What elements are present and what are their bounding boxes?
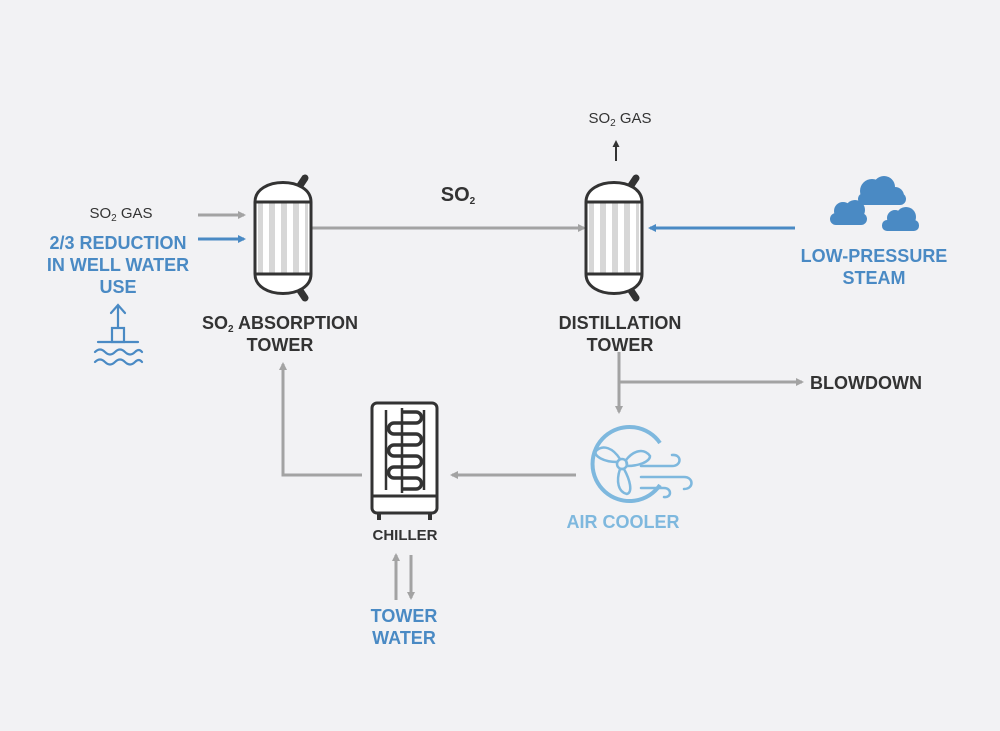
tower-water-line-1: TOWER (370, 606, 438, 626)
tower-water-line-2: WATER (372, 628, 436, 648)
absorption-line-1: SO2 ABSORPTION (202, 313, 358, 335)
well-water-icon (93, 303, 144, 366)
chiller-label: CHILLER (372, 527, 438, 544)
so2-gas-inlet-label: SO2 GAS (89, 205, 153, 224)
distillation-tower-icon (584, 174, 644, 302)
chiller-icon (370, 401, 439, 520)
wind-icon (639, 453, 693, 499)
blowdown-label: BLOWDOWN (810, 373, 922, 393)
steam-cloud-left (830, 200, 867, 225)
distillation-line-1: DISTILLATION (558, 313, 682, 333)
absorption-tower-icon (253, 174, 313, 302)
pipes (198, 140, 804, 600)
tower-water-label: TOWER WATER (344, 605, 464, 649)
fan-icon (590, 425, 662, 503)
steam-cloud-large (858, 176, 906, 205)
so2-gas-outlet-label: SO2 GAS (588, 110, 652, 129)
distillation-line-2: TOWER (586, 335, 654, 355)
low-pressure-steam-label: LOW-PRESSURE STEAM (784, 245, 964, 289)
absorption-line-2: TOWER (246, 335, 314, 355)
reduction-line-2: IN WELL WATER (46, 255, 190, 275)
steam-line-1: LOW-PRESSURE (800, 246, 948, 266)
steam-cloud-right (882, 207, 919, 231)
steam-cloud-icon (830, 176, 919, 231)
chiller-return-pipe (279, 362, 362, 477)
steam-line-2: STEAM (842, 268, 906, 288)
reduction-line-1: 2/3 REDUCTION (49, 233, 187, 253)
absorption-tower-label: SO2 ABSORPTION TOWER (170, 312, 390, 356)
distillation-tower-label: DISTILLATION TOWER (530, 312, 710, 356)
well-water-reduction-label: 2/3 REDUCTION IN WELL WATER USE (22, 232, 214, 298)
reduction-line-3: USE (99, 277, 137, 297)
air-cooler-label: AIR COOLER (566, 512, 680, 532)
so2-transfer-label: SO2 (440, 184, 476, 207)
